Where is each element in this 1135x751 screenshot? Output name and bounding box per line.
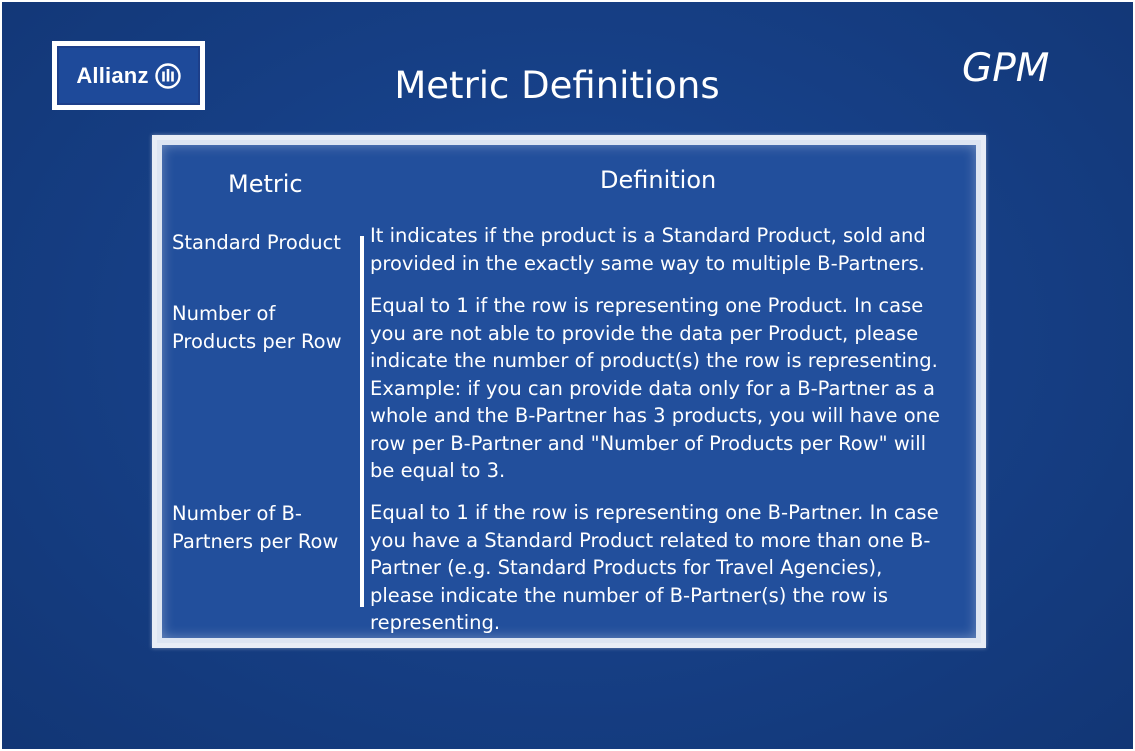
column-divider [360,236,364,607]
definitions-table-body: Metric Definition Standard Product It in… [162,145,976,638]
page-title: Metric Definitions [394,64,720,107]
gpm-label: GPM [962,46,1050,91]
logo-text: Allianz [76,62,149,88]
logo-inner: Allianz [57,46,200,105]
definition-b-partners-per-row: Equal to 1 if the row is representing on… [370,501,939,634]
allianz-logo: Allianz [52,41,205,110]
definition-standard-product: It indicates if the product is a Standar… [370,224,926,275]
definition-products-per-row: Equal to 1 if the row is representing on… [370,294,941,482]
column-header-metric: Metric [228,170,303,198]
metric-products-per-row: Number of Products per Row [172,302,342,353]
column-header-definition: Definition [600,166,717,194]
allianz-eagle-icon [154,62,181,89]
metric-standard-product: Standard Product [172,231,341,254]
definitions-table: Metric Definition Standard Product It in… [152,135,986,648]
metric-b-partners-per-row: Number of B- Partners per Row [172,502,339,553]
